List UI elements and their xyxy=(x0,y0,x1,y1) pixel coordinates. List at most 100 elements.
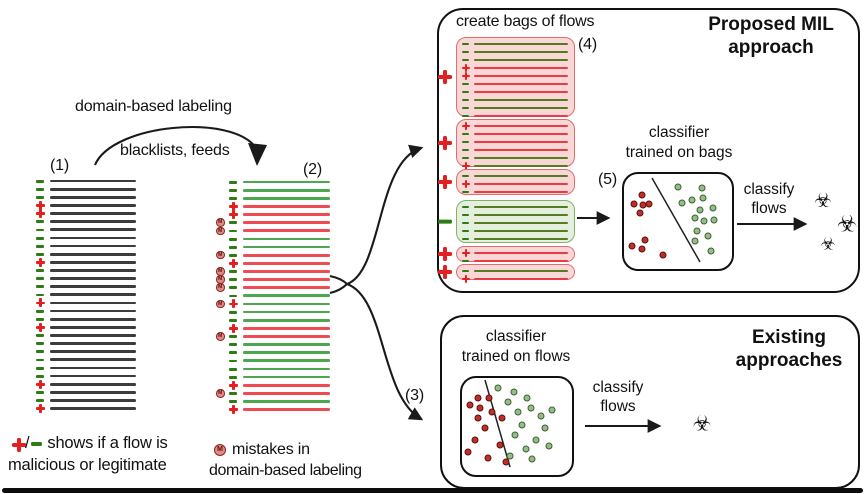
legit-dot xyxy=(545,442,553,450)
flow-line xyxy=(243,205,330,208)
minus-marker xyxy=(462,154,470,162)
legend-plus-minus: / shows if a flow is xyxy=(12,434,168,453)
flow-row xyxy=(36,209,136,219)
minus-marker xyxy=(462,104,470,112)
minus-marker xyxy=(36,315,45,324)
flow-line xyxy=(243,326,330,330)
flow-line xyxy=(243,213,330,216)
classify-flows-label-top: classify flows xyxy=(740,180,798,219)
proposed-title: Proposed MIL approach xyxy=(690,13,852,59)
mistake-icon: M xyxy=(216,283,225,292)
minus-marker xyxy=(36,388,45,397)
proposed-title-line1: Proposed MIL xyxy=(708,14,834,35)
mistake-icon: M xyxy=(216,389,225,398)
mistake-slot: M xyxy=(216,218,229,227)
flow-column-unlabeled xyxy=(36,177,136,414)
malicious-dot xyxy=(645,200,653,208)
bag-flow-row xyxy=(462,249,568,257)
flow-line xyxy=(243,351,330,355)
legit-dot xyxy=(548,406,556,414)
minus-marker xyxy=(36,396,45,405)
flow-line xyxy=(243,237,330,241)
flow-line xyxy=(50,382,136,386)
minus-marker xyxy=(462,211,470,219)
bag-label-positive xyxy=(438,247,452,261)
step-4-label: (4) xyxy=(578,36,597,53)
bag-flow-row xyxy=(462,112,568,120)
bag-label-negative xyxy=(438,219,452,224)
legit-dot xyxy=(707,247,715,255)
plus-marker xyxy=(36,322,45,332)
bag-label-positive xyxy=(438,136,452,150)
bag-label-positive xyxy=(438,175,452,189)
malicious-dot xyxy=(628,242,636,250)
flow-row xyxy=(36,200,136,210)
plus-marker xyxy=(462,249,470,257)
flow-row xyxy=(216,357,330,365)
bag-flow-row xyxy=(462,64,568,72)
minus-marker xyxy=(462,257,470,265)
flow-line xyxy=(474,229,568,233)
flow-row xyxy=(216,243,330,251)
flow-line xyxy=(474,82,568,86)
mistake-slot: M xyxy=(216,267,229,276)
legit-dot xyxy=(691,237,699,245)
legit-dot xyxy=(693,227,701,235)
flow-row xyxy=(216,323,330,333)
minus-marker xyxy=(36,274,45,283)
plus-marker xyxy=(36,298,45,308)
flow-line xyxy=(50,179,136,183)
step-2-label: (2) xyxy=(303,161,322,178)
flow-line xyxy=(50,301,136,305)
flow-line xyxy=(50,187,136,191)
bag-flow-row xyxy=(462,203,568,211)
blacklists-feeds-label: blacklists, feeds xyxy=(120,142,230,159)
bag-flow-row xyxy=(462,96,568,104)
bag-flow-row xyxy=(462,146,568,154)
flow-line xyxy=(50,244,136,248)
flow-line xyxy=(50,325,136,329)
flow-line xyxy=(243,375,330,379)
legit-dot xyxy=(528,455,536,463)
bag-flow-row xyxy=(462,154,568,162)
domain-labeling-arrowhead xyxy=(248,143,267,166)
minus-marker xyxy=(229,234,238,243)
classify-flows-bottom-line1: classify xyxy=(592,379,644,396)
flow-line xyxy=(474,259,568,263)
flow-row xyxy=(36,226,136,234)
flow-line xyxy=(474,50,568,54)
legend-pm-text2: malicious or legitimate xyxy=(8,456,167,474)
minus-marker xyxy=(36,339,45,348)
mistake-slot: M xyxy=(216,299,229,309)
plus-marker xyxy=(229,323,238,333)
classify-flows-top-line2: flows xyxy=(751,200,787,218)
flow-row xyxy=(36,307,136,315)
existing-title-line1: Existing xyxy=(752,327,826,348)
legit-dot xyxy=(691,214,699,222)
step-3-label: (3) xyxy=(405,387,424,404)
minus-marker xyxy=(229,356,238,365)
flow-row: M xyxy=(216,283,330,292)
plus-marker xyxy=(462,275,470,283)
flow-line xyxy=(243,270,330,273)
flow-line xyxy=(243,245,330,249)
bag-plus-icon xyxy=(438,70,452,84)
flow-line xyxy=(474,277,568,281)
plus-marker xyxy=(36,404,45,414)
classifier-flows-label-line2: trained on flows xyxy=(461,347,571,365)
flow-row xyxy=(36,283,136,291)
flow-line xyxy=(474,58,568,62)
flow-line xyxy=(474,66,568,70)
plus-marker xyxy=(462,72,470,80)
flow-line xyxy=(243,294,330,298)
plus-marker xyxy=(229,380,238,390)
minus-marker xyxy=(36,355,45,364)
positive-bag xyxy=(456,119,575,176)
step-1-label: (1) xyxy=(50,157,69,174)
flow-row xyxy=(36,331,136,339)
flow-row xyxy=(216,405,330,415)
flow-line xyxy=(243,253,330,257)
malicious-dot xyxy=(474,414,482,422)
flow-line xyxy=(50,342,136,345)
